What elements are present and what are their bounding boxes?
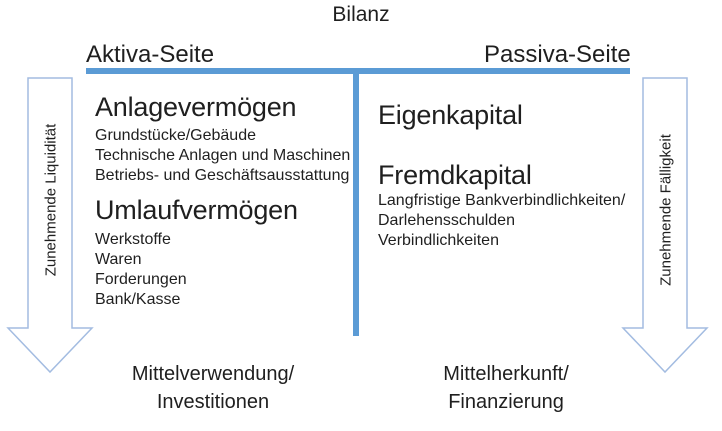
list-item: Waren: [95, 251, 142, 268]
aktiva-side-header: Aktiva-Seite: [86, 41, 215, 68]
passiva-side-header: Passiva-Seite: [484, 41, 631, 68]
caption-mittelherkunft: Mittelherkunft/ Finanzierung: [386, 360, 626, 416]
caption-line: Mittelverwendung/: [131, 363, 295, 385]
down-arrow-icon-left: [6, 77, 94, 374]
caption-mittelverwendung: Mittelverwendung/ Investitionen: [93, 360, 333, 416]
anlagevermoegen-item-list: Grundstücke/Gebäude Technische Anlagen u…: [95, 126, 350, 186]
down-arrow-icon-right: [621, 77, 709, 374]
liquidity-arrow-label: Zunehmende Liquidität: [42, 123, 60, 277]
section-heading-umlaufvermoegen: Umlaufvermögen: [95, 195, 298, 225]
list-item: Langfristige Bankverbindlichkeiten/: [378, 192, 626, 209]
list-item: Forderungen: [95, 271, 187, 288]
list-item: Betriebs- und Geschäftsausstattung: [95, 167, 350, 184]
section-heading-anlagevermoegen: Anlagevermögen: [95, 92, 297, 122]
caption-line: Investitionen: [156, 391, 270, 413]
section-heading-fremdkapital: Fremdkapital: [378, 160, 532, 190]
fremdkapital-item-list: Langfristige Bankverbindlichkeiten/ Darl…: [378, 191, 625, 251]
list-item: Technische Anlagen und Maschinen: [95, 147, 351, 164]
caption-line: Finanzierung: [448, 391, 564, 413]
umlaufvermoegen-item-list: Werkstoffe Waren Forderungen Bank/Kasse: [95, 230, 187, 310]
vertical-divider: [353, 74, 359, 336]
section-heading-eigenkapital: Eigenkapital: [378, 100, 523, 130]
diagram-title: Bilanz: [332, 3, 390, 26]
maturity-arrow-label: Zunehmende Fälligkeit: [657, 134, 675, 286]
list-item: Grundstücke/Gebäude: [95, 127, 256, 144]
list-item: Werkstoffe: [95, 231, 171, 248]
horizontal-rule: [86, 68, 630, 74]
list-item: Verbindlichkeiten: [378, 232, 499, 249]
list-item: Darlehensschulden: [378, 212, 515, 229]
list-item: Bank/Kasse: [95, 291, 181, 308]
caption-line: Mittelherkunft/: [443, 363, 569, 385]
